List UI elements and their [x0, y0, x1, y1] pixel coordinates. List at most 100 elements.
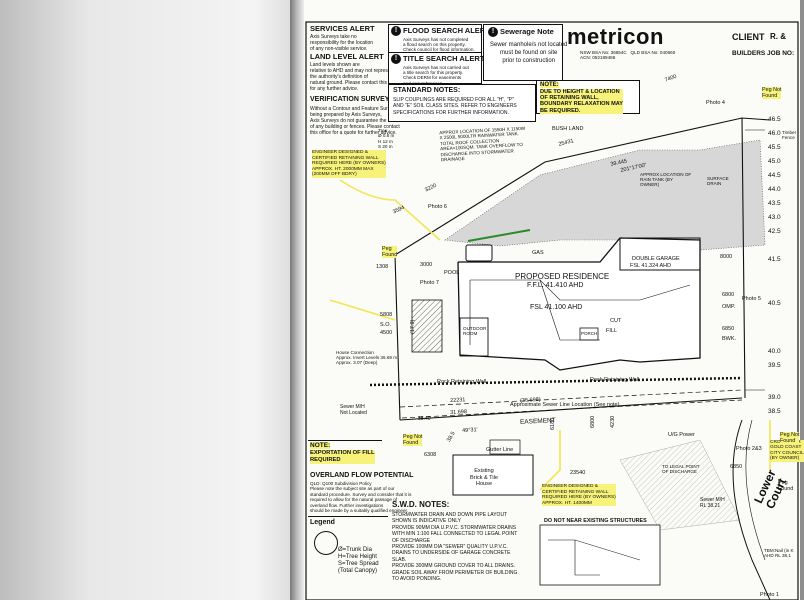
dimension-label: S.O.: [380, 322, 392, 328]
overland-flow-title: OVERLAND FLOW POTENTIAL: [310, 472, 414, 479]
dimension-label: (17.9): [410, 319, 416, 334]
verification-alert-title: VERIFICATION SURVEY ALERT: [310, 96, 415, 103]
engineer-note-1: ENGINEER DESIGNED & CERTIFIED RETAINING …: [312, 150, 386, 178]
page-binding-shadow: [290, 0, 304, 600]
warning-icon: !: [391, 26, 401, 37]
garage-fsl-label: FSL 41.324 AHD: [630, 263, 672, 269]
flood-search-alert: !FLOOD SEARCH ALERT Axis Surveys has not…: [388, 24, 490, 56]
dimension-label: 31.698: [450, 409, 468, 416]
dimension-label: 6850: [730, 464, 743, 470]
legend-item-height: H=Tree Height: [338, 554, 377, 560]
contour-level-label: 39.5: [768, 362, 781, 369]
legal-point-label: TO LEGAL POINT OF DISCHARGE: [662, 464, 700, 475]
dimension-label: 4500: [380, 330, 393, 336]
contour-level-label: 38.40: [418, 416, 431, 422]
house-connection-label: House Connection Approx. Invert Levels 3…: [336, 350, 398, 366]
registration-numbers: NSW BSA No: 36654C QLD BSA No: 040660 AC…: [580, 50, 676, 61]
sewer-mh-1: Sewer M/H Not Located: [340, 404, 367, 416]
sewerage-note-title: !Sewerage Note: [488, 27, 554, 38]
dimension-label: 6800: [590, 415, 596, 428]
timber-fence-label: Timber Fence: [782, 130, 797, 141]
gas-tap-label: GAS: [532, 250, 544, 256]
engineer-note-2: ENGINEER DESIGNED & CERTIFIED RETAINING …: [542, 484, 616, 507]
dimension-label: OMP.: [722, 304, 736, 310]
contour-level-label: 43.0: [768, 214, 781, 221]
fsl-label: FSL 41.100 AHD: [530, 304, 583, 311]
photo-label-6: Photo 6: [428, 204, 447, 210]
title-alert-text: Axis Surveys has not carried out a title…: [403, 65, 469, 86]
rock-wall-label-2: Rock Retaining Wall: [590, 377, 640, 383]
dimension-label: 49°31': [462, 427, 478, 434]
warning-icon: !: [488, 27, 498, 38]
contour-level-label: 43.5: [768, 200, 781, 207]
sewerage-note: !Sewerage Note Sewer manhole/s not locat…: [483, 24, 567, 81]
fill-label: FILL: [606, 328, 618, 334]
swd-notes-box: S.W.D. NOTES: STORMWATER DRAIN AND DOWN …: [388, 500, 540, 588]
contour-level-label: 45.0: [768, 158, 781, 165]
land-level-alert: LAND LEVEL ALERT Land levels shown are r…: [308, 52, 400, 92]
dimension-label: 5808: [380, 312, 393, 318]
dimension-label: 6850: [722, 326, 735, 332]
photo-label-7: Photo 7: [420, 280, 439, 286]
sewer-mh-2: Sewer M/H RL 38.21: [700, 497, 725, 509]
warning-icon: !: [391, 54, 401, 65]
flood-alert-title: !FLOOD SEARCH ALERT: [391, 26, 490, 37]
garage-label: DOUBLE GARAGE: [632, 256, 680, 262]
legend-box: Legend Ø=Trunk Dia H=Tree Height S=Tree …: [308, 516, 388, 587]
services-alert-title: SERVICES ALERT: [310, 24, 375, 33]
boundary-note-box: NOTE: DUE TO HEIGHT & LOCATION OF RETAIN…: [536, 80, 640, 114]
photo-label-5: Photo 5: [742, 296, 761, 302]
standard-notes-box: STANDARD NOTES: SLIP COUPLINGS ARE REQUI…: [388, 84, 536, 122]
rain-tank-location: APPROX LOCATION OF RAIN TANK (BY OWNER): [640, 172, 692, 188]
photo-label-4: Photo 4: [706, 100, 725, 106]
gutter-line-label: Gutter Line: [486, 447, 514, 453]
dimension-label: 3000: [420, 262, 433, 268]
dimension-label: BWK.: [722, 336, 737, 342]
photo-label-2-3: Photo 2&3: [736, 446, 762, 452]
contour-level-label: 46.5: [768, 116, 781, 123]
standard-notes-title: STANDARD NOTES:: [393, 87, 461, 94]
peg-not-found-1: Peg Not Found: [403, 434, 423, 446]
peg-found-2: Peg Found: [778, 480, 794, 492]
contour-level-label: 44.0: [768, 186, 781, 193]
legend-item-canopy: (Total Canopy): [338, 568, 378, 574]
contour-level-label: 46.0: [768, 130, 781, 137]
dimension-label: 1308: [376, 264, 389, 270]
proposed-residence-label: PROPOSED RESIDENCE: [515, 272, 610, 281]
contour-level-label: 42.5: [768, 228, 781, 235]
dimension-label: 6800: [722, 292, 735, 298]
tree-note: Tree Ø 0.8 m H 12 m S 20 m: [378, 128, 395, 150]
bush-land-label: BUSH LAND: [552, 126, 584, 132]
boundary-note-title: NOTE:: [540, 82, 559, 88]
contour-level-label: 40.5: [768, 300, 781, 307]
client-value: R. &: [770, 32, 786, 41]
swd-notes-title: S.W.D. NOTES:: [392, 500, 450, 509]
land-level-alert-title: LAND LEVEL ALERT: [310, 52, 384, 61]
overland-flow-box: OVERLAND FLOW POTENTIAL QLD: Q100 Subdiv…: [308, 472, 413, 513]
builders-job-label: BUILDERS JOB NO:: [732, 50, 795, 57]
dimension-label: 4230: [610, 415, 616, 428]
dimension-label: (36.698): [520, 396, 541, 404]
contour-level-label: 45.5: [768, 144, 781, 151]
note-fill-title: NOTE:: [310, 442, 331, 449]
existing-house-label: Existing Brick & Tile House: [470, 468, 498, 488]
peg-not-found-2: Peg Not Found: [762, 87, 782, 99]
services-alert: SERVICES ALERT Axis Surveys take no resp…: [308, 24, 390, 58]
title-alert-title: !TITLE SEARCH ALERT: [391, 54, 484, 65]
boundary-note-text: DUE TO HEIGHT & LOCATION OF RETAINING WA…: [540, 89, 623, 114]
swd-notes-text: STORMWATER DRAIN AND DOWN PIPE LAYOUT SH…: [392, 512, 518, 583]
pool-label: POOL: [444, 270, 460, 276]
title-search-alert: !TITLE SEARCH ALERT Axis Surveys has not…: [388, 52, 484, 86]
outdoor-room-label: OUTDOOR ROOM: [463, 326, 487, 337]
contour-level-label: 41.5: [768, 256, 781, 263]
flood-alert-text: Axis Surveys has not completed a flood s…: [403, 37, 475, 53]
tbm-label: TBM:Nail (in K AHD RL 38.1: [764, 548, 794, 559]
services-alert-text: Axis Surveys take no responsibility for …: [310, 34, 374, 52]
legend-title: Legend: [310, 519, 335, 526]
ug-power-label: U/G Power: [668, 432, 695, 438]
peg-not-found-3: Peg Not Found: [780, 432, 800, 444]
legend-item-spread: S=Tree Spread: [338, 561, 379, 567]
dimension-label: 6308: [424, 452, 437, 458]
tree-legend-icon: [314, 531, 338, 555]
